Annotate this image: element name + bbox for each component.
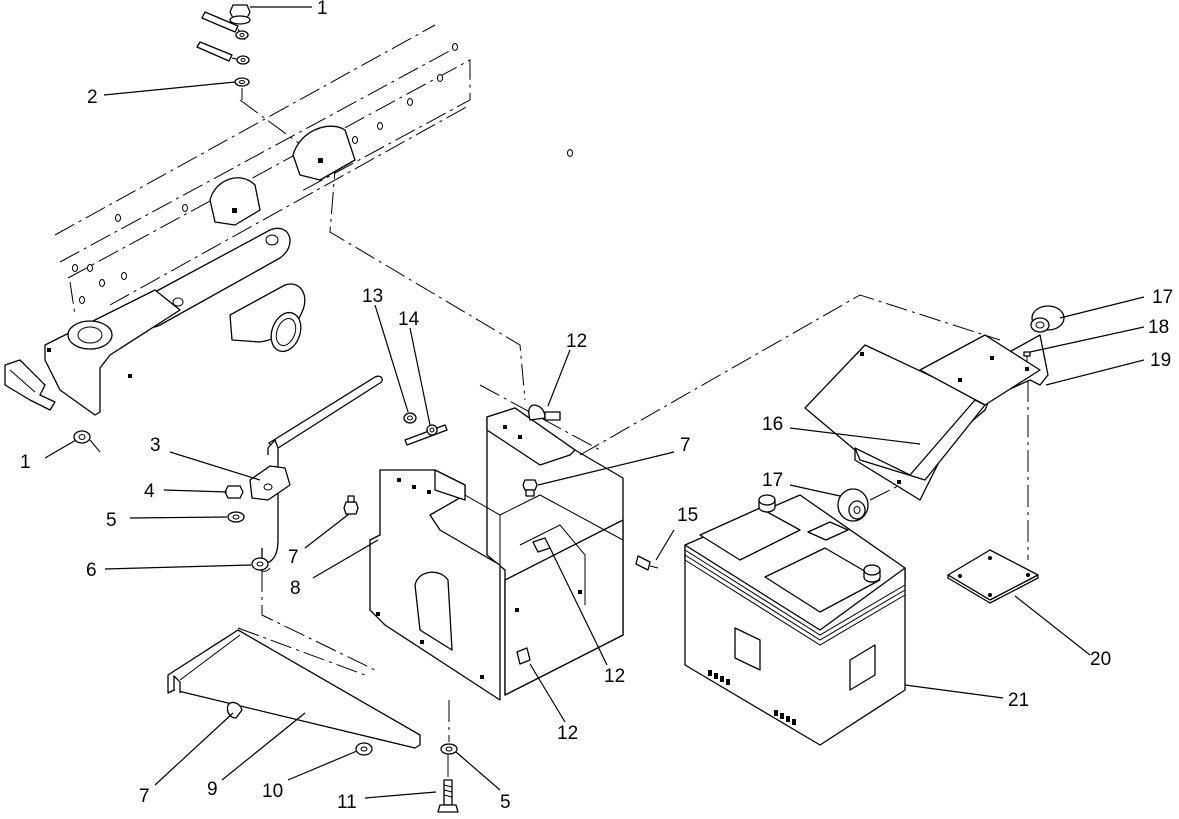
guard-nut-10 bbox=[355, 742, 373, 756]
battery bbox=[684, 494, 906, 746]
callout-11: 11 bbox=[337, 792, 357, 813]
frame-rails-phantom bbox=[44, 24, 573, 401]
battery-cables bbox=[196, 11, 250, 65]
leader-lines bbox=[44, 6, 1145, 799]
callout-20: 20 bbox=[1090, 649, 1111, 670]
carriage-bolt-upper bbox=[528, 404, 561, 421]
hold-down-rod bbox=[249, 375, 383, 572]
flat-washer-lower bbox=[440, 700, 458, 755]
lock-washer bbox=[234, 77, 250, 100]
callout-6: 6 bbox=[86, 560, 97, 581]
callout-12-middle: 12 bbox=[604, 666, 625, 687]
callout-9: 9 bbox=[207, 779, 218, 800]
callout-1-top: 1 bbox=[317, 0, 328, 19]
callout-labels: 1 2 1 3 4 5 6 7 8 7 9 10 11 5 13 14 12 7… bbox=[20, 0, 1173, 813]
callout-16: 16 bbox=[762, 414, 783, 435]
battery-hold-down-cover bbox=[579, 294, 1049, 560]
splash-guard bbox=[167, 627, 421, 749]
callout-17-lower: 17 bbox=[762, 470, 783, 491]
screw-15 bbox=[635, 555, 659, 571]
battery-tray bbox=[369, 384, 624, 701]
mounting-plate bbox=[947, 549, 1039, 604]
flat-washer-upper bbox=[227, 511, 245, 523]
callout-8: 8 bbox=[290, 578, 301, 599]
hex-bolt-11 bbox=[437, 755, 459, 813]
callout-5-upper: 5 bbox=[106, 510, 117, 531]
callout-18: 18 bbox=[1148, 317, 1169, 338]
callout-5-lower: 5 bbox=[500, 792, 511, 813]
cable-clip bbox=[404, 424, 448, 446]
callout-13: 13 bbox=[362, 286, 383, 307]
hex-nut bbox=[224, 485, 244, 499]
clip-nut bbox=[403, 412, 417, 424]
callout-21: 21 bbox=[1008, 690, 1029, 711]
rod-hook-end bbox=[251, 557, 376, 671]
callout-15: 15 bbox=[677, 505, 698, 526]
hitch-hook bbox=[4, 359, 56, 411]
callout-12-top: 12 bbox=[566, 331, 587, 352]
callout-7-right: 7 bbox=[680, 435, 691, 456]
callout-3: 3 bbox=[150, 435, 161, 456]
callout-7-lower: 7 bbox=[139, 786, 150, 807]
callout-17-upper: 17 bbox=[1152, 287, 1173, 308]
callout-1-left: 1 bbox=[20, 452, 31, 473]
callout-4: 4 bbox=[144, 481, 155, 502]
screw-18 bbox=[1023, 351, 1031, 362]
tray-bolt-7-left bbox=[343, 495, 359, 515]
callout-2: 2 bbox=[87, 87, 98, 108]
callout-19: 19 bbox=[1150, 350, 1171, 371]
tray-bolt-7 bbox=[522, 479, 538, 497]
flange-nut-top bbox=[229, 4, 251, 25]
carriage-bolt-lower bbox=[516, 647, 531, 665]
callout-10: 10 bbox=[262, 781, 283, 802]
wing-knob-upper bbox=[1030, 305, 1065, 333]
callout-14: 14 bbox=[398, 309, 420, 330]
flange-nut-lower bbox=[73, 430, 101, 453]
callout-12-bottom: 12 bbox=[557, 723, 578, 744]
wing-knob-lower bbox=[837, 484, 901, 522]
callout-7-left: 7 bbox=[288, 547, 299, 568]
frame-bracket bbox=[44, 125, 356, 416]
